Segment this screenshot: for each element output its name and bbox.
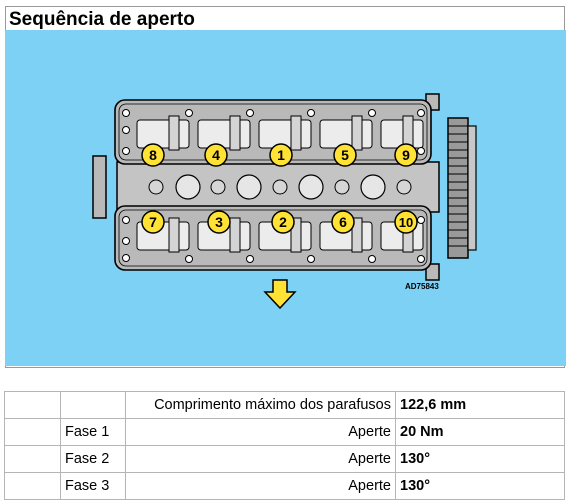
drawing-code: AD75843 <box>405 282 439 291</box>
bolt-number: 10 <box>399 215 413 230</box>
table-row: Fase 2 Aperte 130° <box>4 445 565 473</box>
table-cell: Aperte <box>125 445 396 473</box>
bolt-marker: 8 <box>141 143 165 167</box>
bolt-marker: 4 <box>204 143 228 167</box>
bolt-number: 1 <box>277 147 285 163</box>
cylinder-head-diagram: 8 4 1 5 9 7 3 2 6 10 AD75843 <box>5 30 566 366</box>
bolt-marker: 10 <box>394 210 418 234</box>
table-cell <box>4 418 61 446</box>
table-cell: 130° <box>395 472 565 500</box>
bolt-marker: 2 <box>271 210 295 234</box>
table-cell: Comprimento máximo dos parafusos <box>125 391 396 419</box>
bolt-number: 5 <box>341 147 349 163</box>
table-row: Fase 1 Aperte 20 Nm <box>4 418 565 446</box>
page-title: Sequência de aperto <box>9 9 195 30</box>
spark-plug-wells <box>175 174 386 200</box>
table-cell <box>60 391 126 419</box>
bolt-marker: 1 <box>269 143 293 167</box>
bolt-number: 7 <box>149 214 157 230</box>
table-cell <box>4 445 61 473</box>
bolt-number: 3 <box>215 214 223 230</box>
table-cell: Fase 2 <box>60 445 126 473</box>
middle-bosses <box>148 179 412 195</box>
left-end-plate <box>92 155 107 219</box>
table-cell: Fase 3 <box>60 472 126 500</box>
bolt-marker: 9 <box>394 143 418 167</box>
bolt-number: 6 <box>339 214 347 230</box>
torque-specs-table: Comprimento máximo dos parafusos 122,6 m… <box>4 391 565 500</box>
bolt-marker: 3 <box>207 210 231 234</box>
table-row: Fase 3 Aperte 130° <box>4 472 565 500</box>
table-cell: 20 Nm <box>395 418 565 446</box>
camshaft-gear <box>447 117 477 259</box>
right-bottom-cap <box>425 263 440 281</box>
table-cell: Aperte <box>125 418 396 446</box>
bolt-marker: 7 <box>141 210 165 234</box>
table-cell: Aperte <box>125 472 396 500</box>
bolt-number: 2 <box>279 214 287 230</box>
down-arrow-icon <box>263 279 297 310</box>
table-cell <box>4 472 61 500</box>
table-cell: 122,6 mm <box>395 391 565 419</box>
table-cell: Fase 1 <box>60 418 126 446</box>
table-row: Comprimento máximo dos parafusos 122,6 m… <box>4 391 565 419</box>
table-cell <box>4 391 61 419</box>
bolt-number: 8 <box>149 147 157 163</box>
bolt-marker: 6 <box>331 210 355 234</box>
bolt-number: 4 <box>212 147 220 163</box>
table-cell: 130° <box>395 445 565 473</box>
bolt-number: 9 <box>402 147 410 163</box>
bolt-marker: 5 <box>333 143 357 167</box>
